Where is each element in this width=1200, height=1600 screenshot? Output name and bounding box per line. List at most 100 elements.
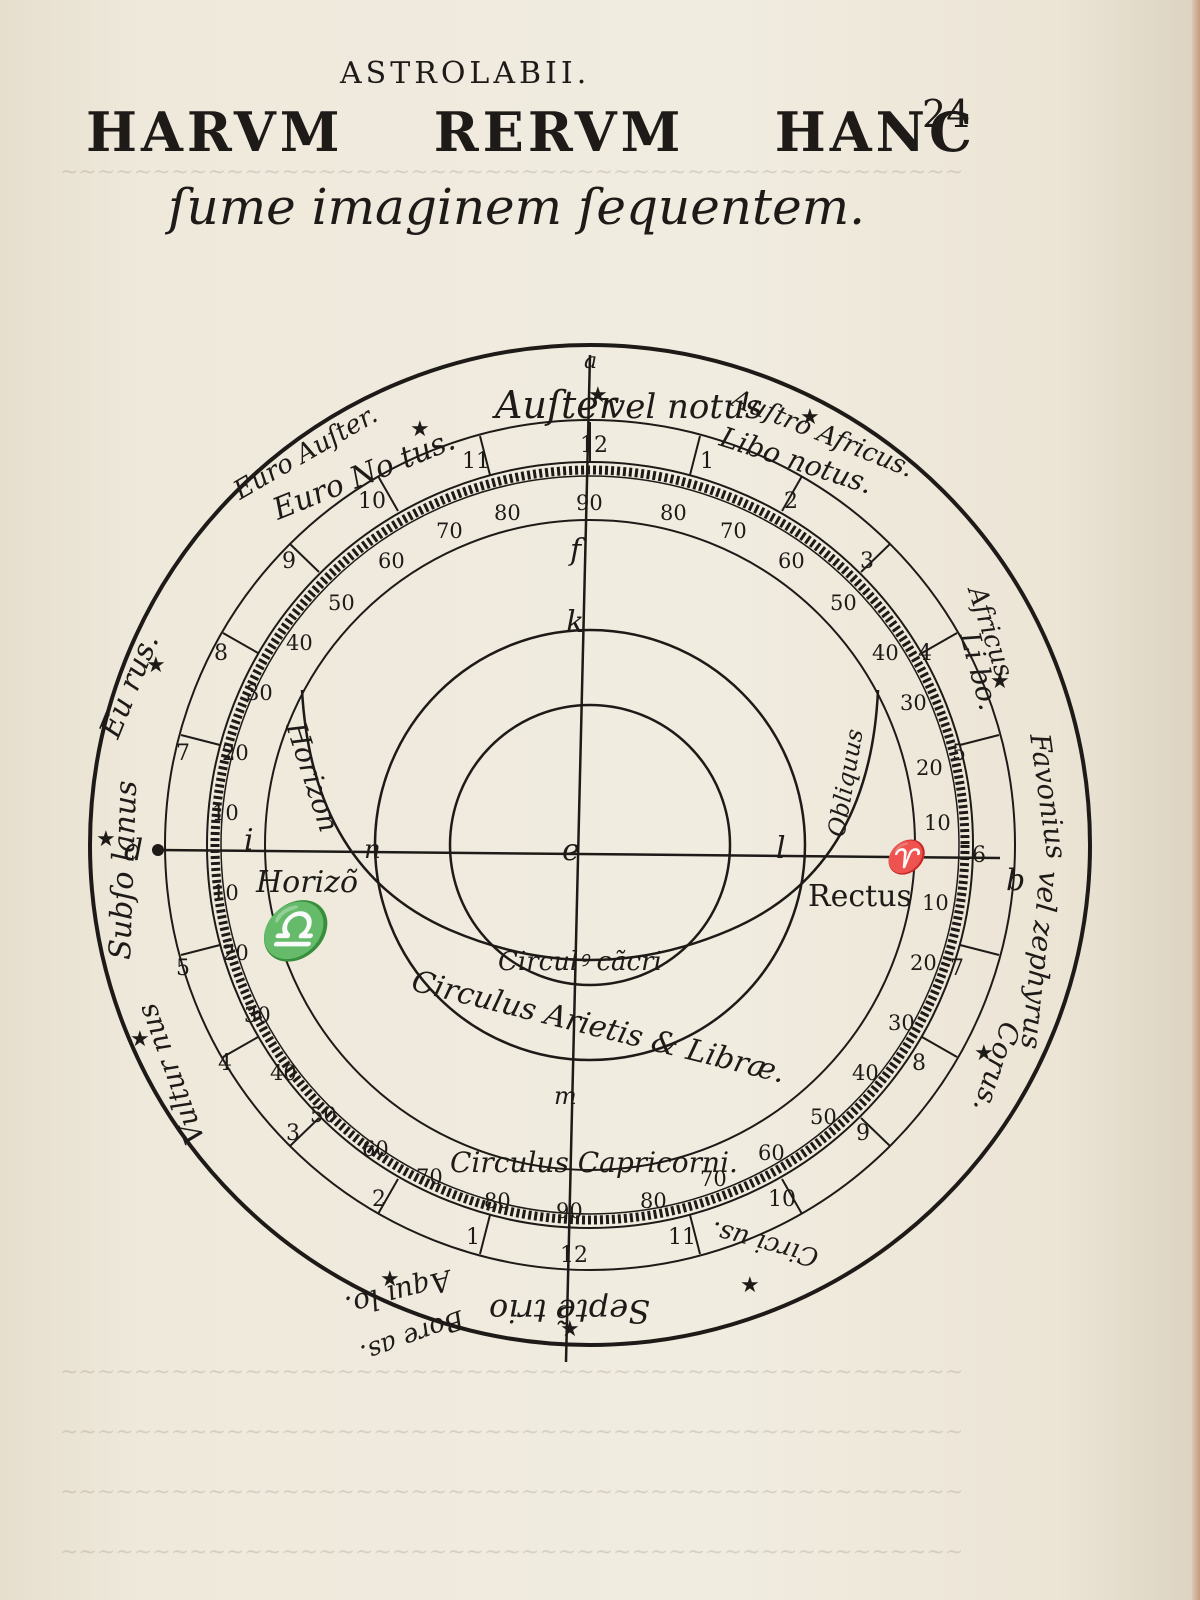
deg-30-left: 30 [246, 681, 273, 705]
divider [377, 1178, 399, 1215]
hour-12-bottom: 12 [560, 1243, 588, 1268]
letter-b: b [1006, 863, 1025, 898]
star-icon: ★ [130, 1027, 150, 1052]
deg-10-right-lower: 10 [922, 891, 949, 915]
hour-1-left-bottom: 1 [466, 1225, 480, 1250]
wind-label-subsolanus: Subſo lanus [103, 780, 144, 960]
deg-40-right: 40 [872, 641, 899, 665]
label-horizon-obliquus-left: Horizon [279, 717, 346, 836]
deg-60-right-lower: 60 [758, 1141, 785, 1165]
deg-10-right: 10 [924, 811, 951, 835]
degree-numbers: 90 80 70 60 50 40 30 20 10 80 70 60 50 4… [212, 491, 951, 1223]
divider [222, 632, 259, 654]
deg-80-right-lower: 80 [640, 1189, 667, 1213]
degree-ring-inner-border [264, 519, 916, 1171]
wind-label-vel-notus: vel notus [606, 387, 762, 427]
divider [222, 1036, 259, 1058]
deg-40-left: 40 [286, 631, 313, 655]
page-number: 24 [922, 92, 971, 136]
deg-80-left-lower: 80 [484, 1189, 511, 1213]
star-icon: ★ [990, 669, 1010, 694]
divider [479, 1214, 491, 1255]
letter-d: d [124, 833, 143, 868]
bleed-through-text: ~~~~~~~~~~~~~~~~~~~~~~~~~~~~~~~~~~~~~~~~… [60, 160, 964, 185]
deg-10-left-lower: 10 [212, 881, 239, 905]
label-horizon-rectus-left: Horizõ [255, 865, 358, 900]
label-circulus-capricorni: Circulus Capricorni. [450, 1146, 738, 1179]
star-markers: ★ ★ ★ ★ ★ ★ ★ ★ ★ ★ ★ [96, 383, 1010, 1342]
star-icon: ★ [146, 653, 166, 678]
circulus-cancri [448, 703, 732, 987]
symbol-aries-right: ♈ [884, 838, 930, 876]
horizon-rectus-line [157, 848, 1001, 860]
deg-70-right-lower: 70 [700, 1167, 727, 1191]
hour-4: 4 [918, 641, 932, 666]
deg-90-top: 90 [576, 491, 603, 515]
deg-80-right: 80 [660, 501, 687, 525]
wind-label-favonius: Favonius [1023, 730, 1073, 861]
hour-8-left-top: 8 [214, 641, 228, 666]
deg-40-right-lower: 40 [852, 1061, 879, 1085]
star-icon: ★ [410, 417, 430, 442]
hour-5: 5 [952, 741, 966, 766]
deg-40-left-lower: 40 [270, 1061, 297, 1085]
divider [781, 475, 803, 512]
hour-5-left-bottom: 5 [176, 956, 190, 981]
diagram-axes [157, 354, 1001, 1363]
divider [959, 944, 1000, 956]
deg-20-left-lower: 20 [222, 941, 249, 965]
hour-2-left-bottom: 2 [372, 1187, 386, 1212]
deg-60-right: 60 [778, 549, 805, 573]
hour-3-left-bottom: 3 [286, 1121, 300, 1146]
deg-30-left-lower: 30 [244, 1003, 271, 1027]
hour-numbers: 12 1 2 3 4 5 6 7 8 9 10 11 12 1 2 3 4 5 … [176, 433, 986, 1268]
diagram-circles [88, 343, 1092, 1347]
page-edge [1192, 0, 1200, 1600]
circulus-arietis-librae [373, 628, 807, 1062]
divider [781, 1178, 803, 1215]
letter-i: i [244, 823, 254, 858]
point-d-marker [152, 844, 164, 856]
star-icon: ★ [380, 1267, 400, 1292]
horizon-obliquus-curve [300, 689, 880, 962]
hour-9-left-top: 9 [282, 549, 296, 574]
heading-word-2: RERVM [433, 100, 685, 164]
divider [289, 543, 320, 573]
deg-60-left-lower: 60 [362, 1137, 389, 1161]
deg-60-left: 60 [378, 549, 405, 573]
wind-label-circius: Circi us. [708, 1215, 822, 1272]
deg-50-left-lower: 50 [310, 1103, 337, 1127]
letter-k: k [566, 605, 584, 640]
star-icon: ★ [96, 827, 116, 852]
label-rectus: Rectus [808, 879, 912, 914]
divider [860, 1117, 891, 1147]
letter-n: n [364, 835, 381, 865]
divider [289, 1117, 320, 1147]
hour-11-left-top: 11 [462, 449, 490, 474]
hour-6: 6 [972, 843, 986, 868]
deg-20-left: 20 [222, 741, 249, 765]
symbol-libra-left: ♎ [256, 899, 336, 964]
bleed-through-text: ~~~~~~~~~~~~~~~~~~~~~~~~~~~~~~~~~~~~~~~~… [60, 1540, 964, 1565]
label-circulus-arietis: Circulus Arietis & Libræ. [408, 964, 789, 1091]
deg-70-right: 70 [720, 519, 747, 543]
hour-9: 9 [856, 1121, 870, 1146]
hour-4-left-bottom: 4 [218, 1051, 232, 1076]
deg-30-right-lower: 30 [888, 1011, 915, 1035]
letter-m: m [554, 1082, 577, 1110]
hour-2: 2 [784, 489, 798, 514]
star-icon: ★ [974, 1041, 994, 1066]
wind-label-vulturnus: Vultur nus [130, 999, 211, 1149]
deg-80-left: 80 [494, 501, 521, 525]
star-icon: ★ [588, 383, 608, 408]
divider [479, 435, 491, 476]
deg-20-right-lower: 20 [910, 951, 937, 975]
outer-wind-ring [88, 343, 1092, 1347]
heading-line-2: ſume imaginem ſequentem. [168, 178, 865, 236]
running-title: ASTROLABII. [340, 56, 591, 91]
wind-label-septentrio: Septẽ trio [489, 1292, 650, 1330]
tick-scale-inner [220, 475, 960, 1215]
letter-c: c [556, 1296, 569, 1324]
deg-20-right: 20 [916, 756, 943, 780]
